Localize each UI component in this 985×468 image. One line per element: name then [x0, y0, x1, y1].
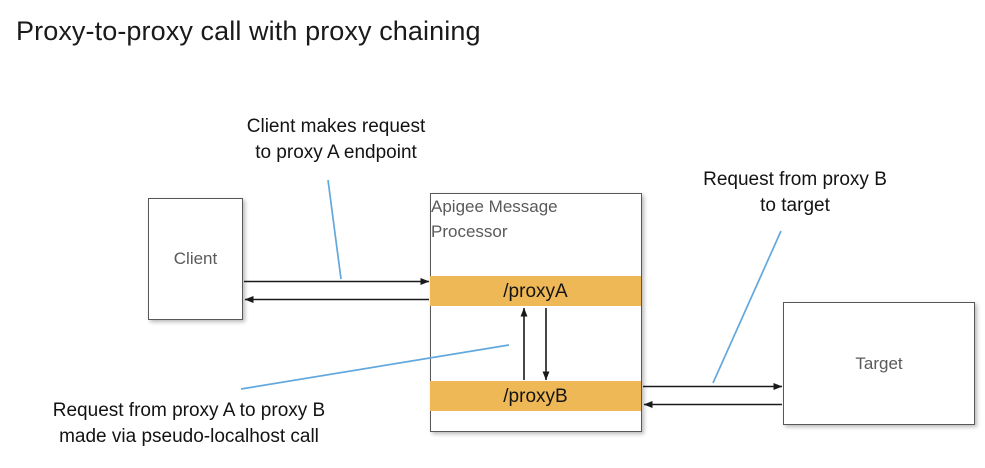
- annotation-client-request-line1: Client makes request: [246, 116, 426, 137]
- annotation-proxy-a-to-proxy-b: Request from proxy A to proxy B made via…: [14, 398, 364, 450]
- client-node-label: Client: [173, 249, 218, 268]
- message-processor-label: Apigee Message Processor: [431, 197, 558, 241]
- annotation-proxy-a-to-proxy-b-line2: made via pseudo-localhost call: [59, 426, 319, 447]
- proxy-b-band: /proxyB: [430, 381, 641, 411]
- annotation-client-request: Client makes request to proxy A endpoint: [212, 114, 460, 166]
- leader-line-client-request: [327, 179, 342, 280]
- leader-line-proxy-b-to-target: [712, 230, 782, 384]
- annotation-client-request-line2: to proxy A endpoint: [255, 142, 417, 163]
- annotation-proxy-b-to-target: Request from proxy B to target: [670, 167, 920, 219]
- page-title: Proxy-to-proxy call with proxy chaining: [16, 16, 481, 46]
- annotation-proxy-a-to-proxy-b-line1: Request from proxy A to proxy B: [52, 400, 326, 421]
- target-node-label: Target: [855, 353, 903, 373]
- annotation-proxy-b-to-target-line2: to target: [760, 195, 830, 216]
- proxy-a-label: /proxyA: [503, 280, 568, 302]
- target-node: Target: [783, 302, 975, 425]
- proxy-b-label: /proxyB: [503, 385, 568, 407]
- client-node: Client: [148, 198, 243, 320]
- proxy-a-band: /proxyA: [430, 276, 641, 306]
- annotation-proxy-b-to-target-line1: Request from proxy B: [703, 169, 887, 190]
